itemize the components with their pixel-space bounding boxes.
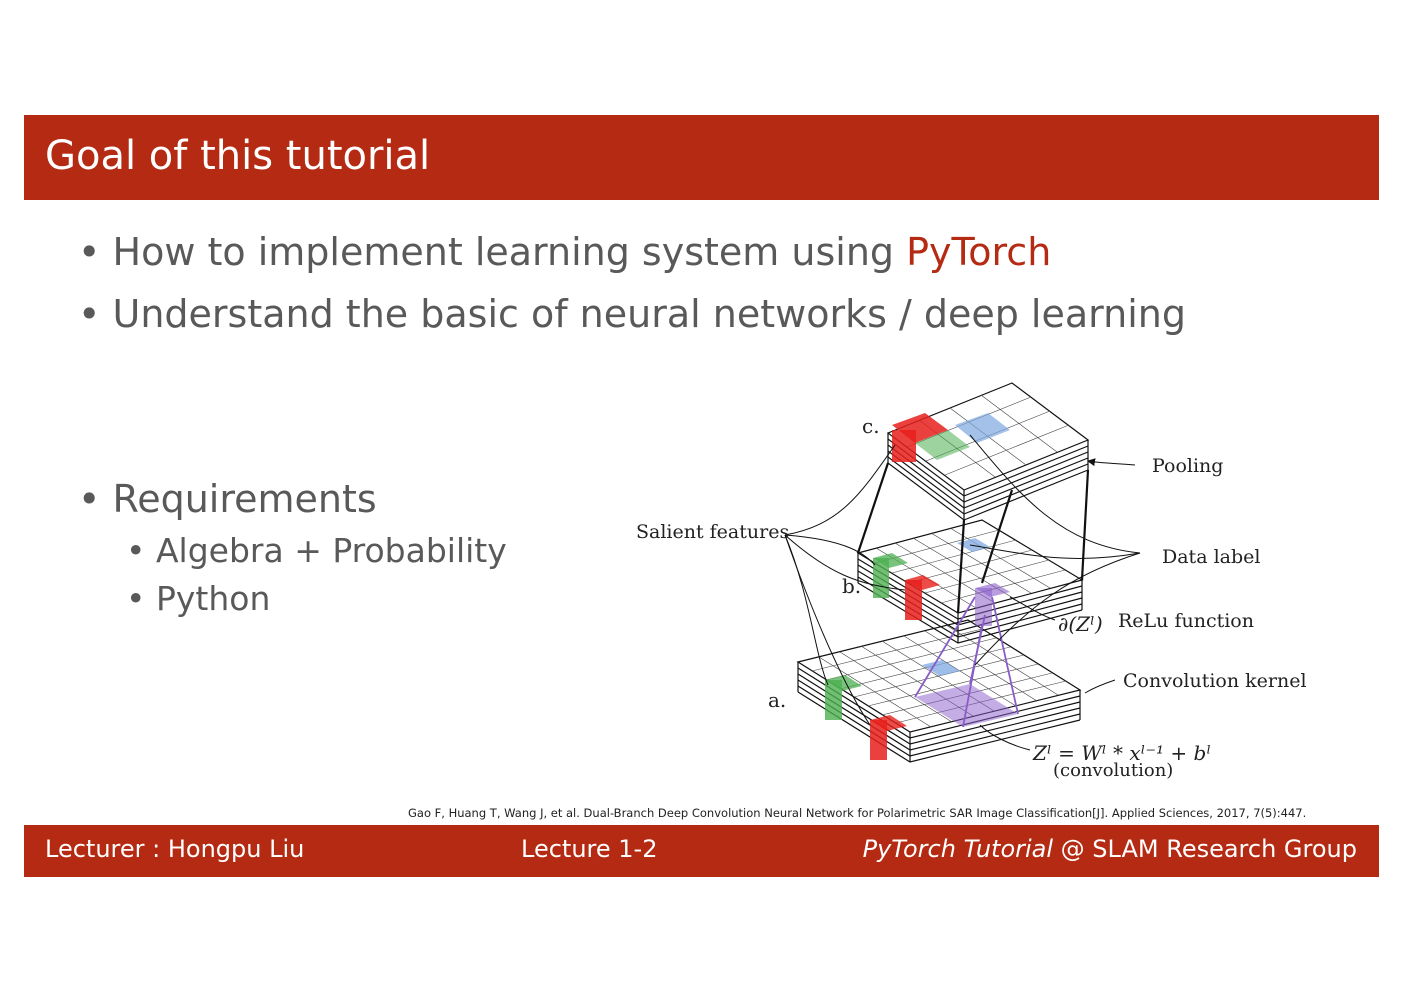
label-b: b. [842, 574, 861, 598]
red-feature-a [870, 715, 907, 731]
convolution-caption: (convolution) [1053, 760, 1173, 781]
bullet-dot: • [126, 579, 146, 618]
blue-feature-b [957, 538, 990, 552]
bullet-requirements: • Requirements [78, 475, 377, 523]
footer-course-title: PyTorch Tutorial [862, 835, 1054, 863]
layer-c [886, 382, 1090, 521]
bullet-text: Python [155, 579, 271, 618]
slide-title: Goal of this tutorial [45, 133, 431, 179]
kernel-projection-lines [914, 596, 1019, 728]
footer-lecturer: Lecturer : Hongpu Liu [45, 835, 305, 863]
pooling-label: Pooling [1152, 455, 1223, 477]
bullet-pytorch: • How to implement learning system using… [78, 228, 1051, 276]
relu-label: ReLu function [1118, 610, 1254, 632]
label-c: c. [862, 414, 880, 438]
bullet-text: Requirements [112, 477, 377, 521]
purple-output-b [975, 583, 1010, 597]
blue-feature-a [922, 660, 960, 676]
bullet-text: Algebra + Probability [155, 531, 507, 570]
layer-connections [856, 462, 1090, 614]
sub-bullet-python: • Python [126, 578, 270, 620]
bullet-dot: • [78, 230, 101, 274]
green-feature-a [825, 675, 862, 691]
footer-lecture-number: Lecture 1-2 [521, 835, 658, 863]
label-a: a. [768, 688, 786, 712]
layer-b [856, 519, 1084, 644]
blue-feature-c [955, 413, 1010, 443]
data-label-label: Data label [1162, 546, 1260, 568]
annotation-curves [784, 434, 1141, 751]
pytorch-highlight: PyTorch [906, 230, 1052, 274]
convolution-formula: Zˡ = Wˡ * xˡ⁻¹ + bˡ [1032, 741, 1211, 765]
bullet-dot: • [126, 531, 146, 570]
green-feature-c [915, 430, 970, 460]
red-feature-b [905, 575, 940, 590]
bullet-text: How to implement learning system using [112, 230, 907, 274]
bullet-dot: • [78, 292, 101, 336]
salient-features-label: Salient features [636, 521, 789, 543]
footer-bar: Lecturer : Hongpu Liu Lecture 1-2 PyTorc… [24, 825, 1379, 877]
sub-bullet-algebra: • Algebra + Probability [126, 530, 507, 572]
convolution-kernel-label: Convolution kernel [1123, 670, 1307, 692]
green-feature-b [873, 553, 908, 568]
figure-citation: Gao F, Huang T, Wang J, et al. Dual-Bran… [408, 806, 1307, 820]
footer-course: PyTorch Tutorial @ SLAM Research Group [863, 835, 1357, 863]
cnn-diagram: c. b. a. Pooling Salient features Data l… [636, 382, 1307, 781]
footer-group: @ SLAM Research Group [1053, 835, 1357, 863]
bullet-neural-networks: • Understand the basic of neural network… [78, 290, 1186, 338]
bullet-dot: • [78, 477, 101, 521]
title-bar: Goal of this tutorial [24, 115, 1379, 200]
relu-formula: ∂(Zˡ) [1058, 612, 1103, 636]
bullet-text: Understand the basic of neural networks … [112, 292, 1186, 336]
